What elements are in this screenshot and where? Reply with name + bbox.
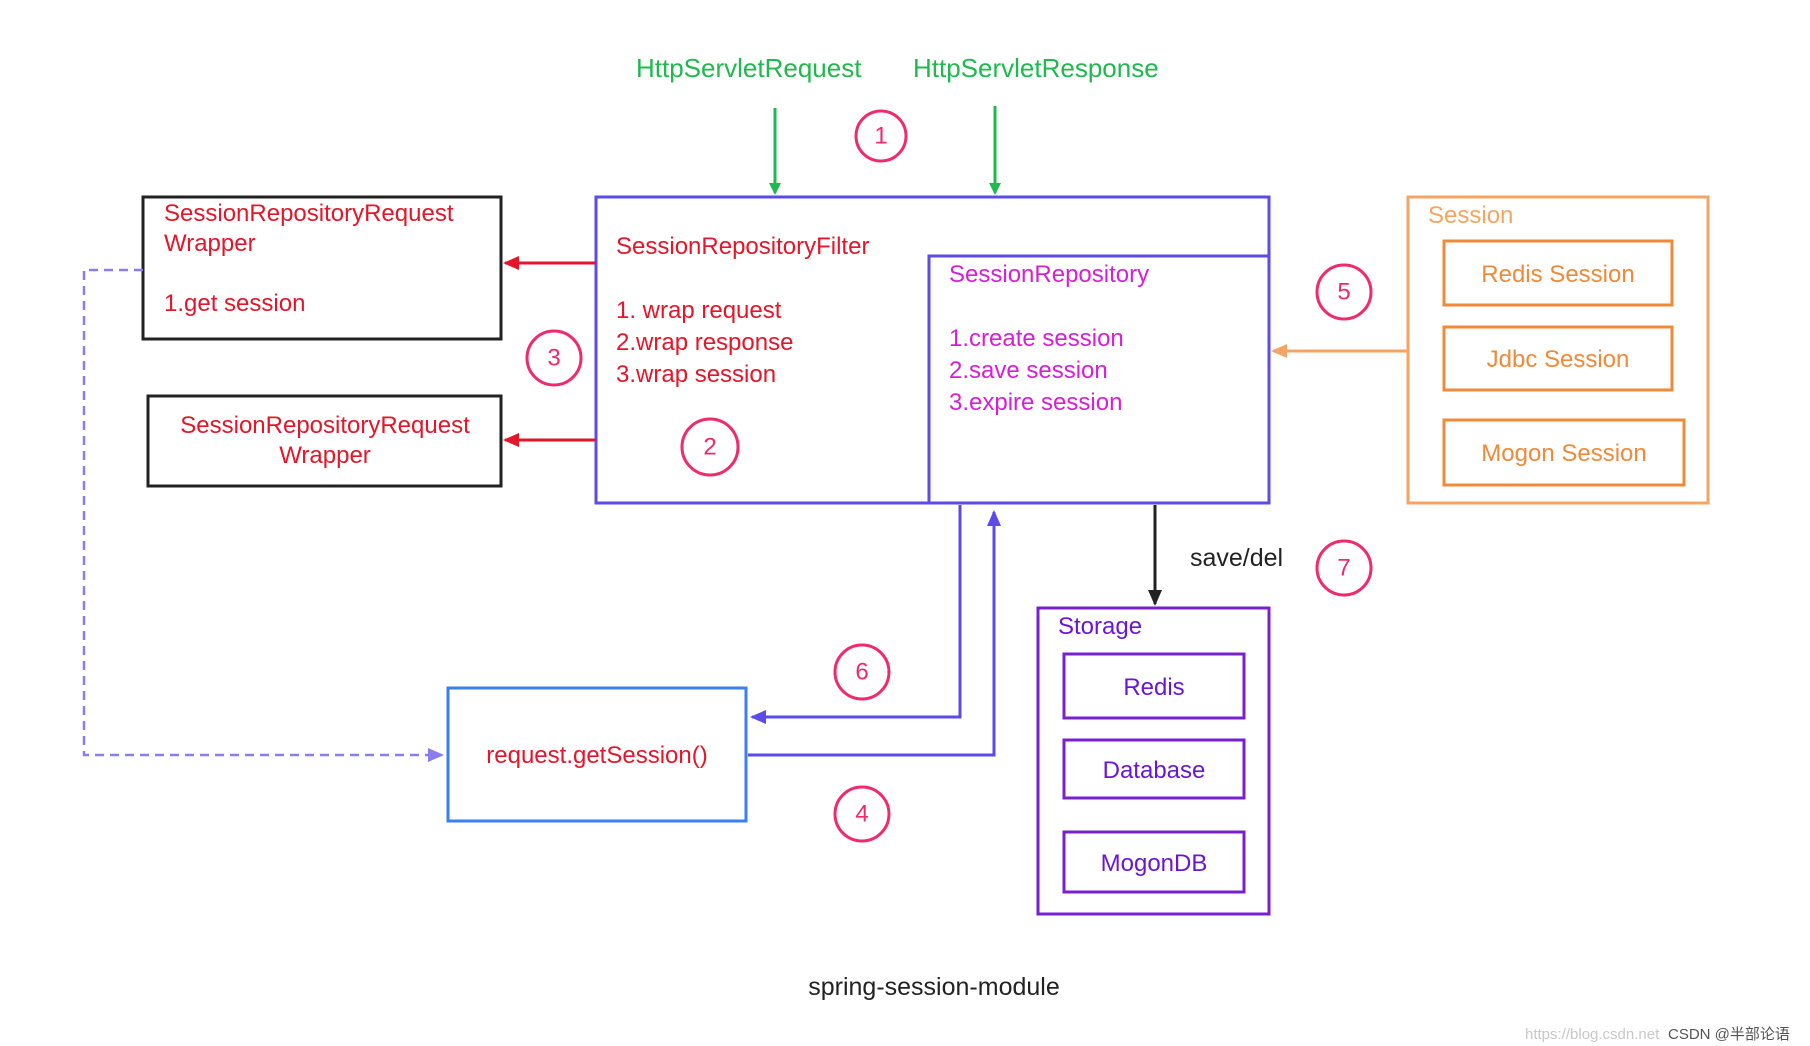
watermark-source: CSDN @半部论语 (1668, 1026, 1790, 1043)
filter-item-2: 2.wrap response (616, 329, 793, 356)
filter-item-3: 3.wrap session (616, 361, 776, 388)
http-request-label: HttpServletRequest (636, 53, 862, 83)
step-5-number: 5 (1337, 279, 1350, 306)
step-2-badge: 2 (680, 417, 740, 477)
storage-mogondb-label: MogonDB (1101, 850, 1208, 877)
storage-box (1036, 606, 1271, 916)
step-7-number: 7 (1337, 555, 1350, 582)
watermark-url: https://blog.csdn.net (1525, 1026, 1660, 1043)
step-1-badge: 1 (854, 109, 908, 163)
step-5-badge: 5 (1315, 263, 1373, 321)
repository-title: SessionRepository (949, 261, 1149, 288)
storage-database-label: Database (1103, 757, 1206, 784)
save-del-label: save/del (1190, 544, 1283, 572)
step-3-badge: 3 (525, 329, 583, 387)
wrapper-to-request-dashed-arrow (82, 268, 444, 762)
storage-mogondb-box (1062, 830, 1246, 894)
step-7-badge: 7 (1315, 539, 1373, 597)
mogon-session-label: Mogon Session (1481, 440, 1646, 467)
step-4-badge: 4 (833, 785, 891, 843)
wrapper-top-title-line2: Wrapper (164, 230, 256, 257)
repository-item-2: 2.save session (949, 357, 1108, 384)
wrapper-bottom-title-line1: SessionRepositoryRequest (180, 412, 470, 439)
wrapper-bottom-title-line2: Wrapper (279, 442, 371, 469)
request-wrapper-box-top (141, 195, 503, 341)
step-2-number: 2 (703, 434, 716, 461)
redis-session-box (1442, 239, 1674, 307)
storage-redis-box (1062, 652, 1246, 720)
storage-redis-label: Redis (1123, 674, 1184, 701)
step-6-number: 6 (855, 659, 868, 686)
filter-title: SessionRepositoryFilter (616, 233, 869, 260)
http-response-label: HttpServletResponse (913, 53, 1159, 83)
redis-session-label: Redis Session (1481, 261, 1634, 288)
request-get-session-box (446, 686, 748, 823)
step-6-badge: 6 (833, 643, 891, 701)
step-3-number: 3 (547, 345, 560, 372)
repository-item-1: 1.create session (949, 325, 1124, 352)
step-1-number: 1 (874, 123, 887, 150)
wrapper-top-title-line1: SessionRepositoryRequest (164, 200, 454, 227)
session-repository-box (927, 254, 1271, 505)
diagram-caption: spring-session-module (808, 973, 1060, 1001)
session-group-title: Session (1428, 202, 1513, 229)
fetch-session-arrow (748, 510, 1001, 757)
request-get-session-label: request.getSession() (486, 742, 707, 769)
jdbc-session-box (1442, 325, 1674, 392)
repository-item-3: 3.expire session (949, 389, 1122, 416)
step-4-number: 4 (855, 801, 868, 828)
return-session-arrow (750, 505, 962, 724)
storage-title: Storage (1058, 613, 1142, 640)
jdbc-session-label: Jdbc Session (1487, 346, 1630, 373)
request-wrapper-box-bottom (146, 394, 503, 488)
wrapper-top-item: 1.get session (164, 290, 305, 317)
filter-item-1: 1. wrap request (616, 297, 782, 324)
storage-database-box (1062, 738, 1246, 800)
mogon-session-box (1442, 418, 1686, 487)
